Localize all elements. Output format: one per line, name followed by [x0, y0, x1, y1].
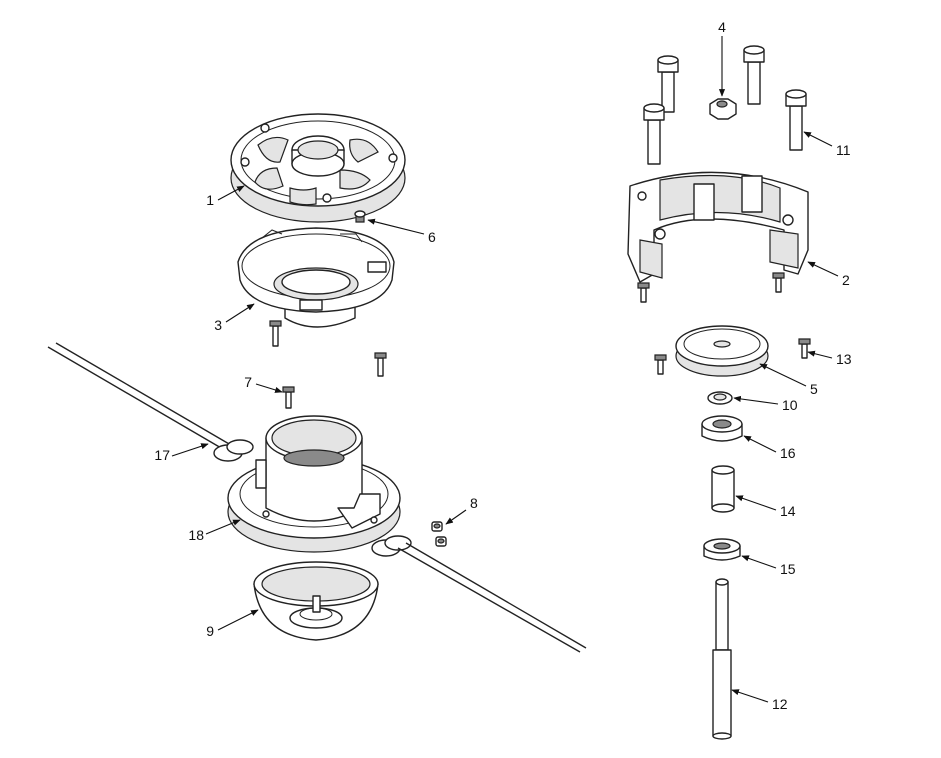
part-6-screw: [354, 210, 366, 223]
leader-1: [217, 185, 245, 201]
leader-14: [735, 495, 777, 511]
callout-1: 1: [206, 192, 214, 208]
leader-17: [171, 443, 209, 457]
part-11-bolt-d: [785, 89, 807, 151]
part-15-bearing: [703, 538, 741, 561]
callout-17: 17: [154, 447, 170, 463]
part-12-shaft: [712, 578, 732, 740]
leader-6: [367, 218, 425, 235]
leader-2: [807, 261, 839, 277]
callout-16: 16: [780, 445, 796, 461]
callout-5: 5: [810, 381, 818, 397]
callout-13: 13: [836, 351, 852, 367]
leader-15: [741, 555, 777, 569]
callout-15: 15: [780, 561, 796, 577]
leader-13: [807, 350, 833, 359]
part-17-trimmer-line-left: [47, 342, 254, 462]
leader-7: [255, 383, 283, 393]
part-2-gearbox-bracket: [627, 171, 809, 283]
callout-18: 18: [188, 527, 204, 543]
part-3-housing-ring: [237, 227, 395, 328]
leader-12: [731, 689, 769, 703]
part-1-cover-plate: [230, 113, 406, 223]
part-7-screw: [282, 386, 295, 409]
screw-left: [269, 320, 282, 347]
part-11-bolt-a: [657, 55, 679, 113]
callout-10: 10: [782, 397, 798, 413]
part-4-nut: [709, 98, 737, 120]
trimmer-line-right: [371, 535, 587, 653]
callout-3: 3: [214, 317, 222, 333]
part-10-washer: [707, 391, 733, 405]
part-11-bolt-b: [643, 103, 665, 165]
leader-lines: [171, 36, 839, 703]
part-11-bolt-c: [743, 45, 765, 105]
part-9-bump-knob: [253, 561, 379, 641]
part-16-bearing: [701, 415, 743, 442]
part-5-pulley: [675, 325, 769, 377]
leader-10: [733, 395, 779, 405]
part-13-screw: [798, 338, 811, 359]
callout-labels: 1 2 3 4 5 6 7 8 9 10 11 12 13 14 15 16 1…: [154, 19, 851, 712]
callout-6: 6: [428, 229, 436, 245]
leader-3: [225, 303, 255, 323]
part-8-nuts: [431, 521, 447, 547]
callout-4: 4: [718, 19, 726, 35]
callout-11: 11: [836, 142, 851, 158]
screw-right: [374, 352, 387, 377]
part-18-spool-body: [227, 415, 401, 553]
leader-18: [205, 519, 241, 535]
callout-14: 14: [780, 503, 796, 519]
callout-7: 7: [244, 374, 252, 390]
callout-12: 12: [772, 696, 788, 712]
leader-9: [217, 609, 259, 631]
screw-bracket-left: [637, 282, 650, 303]
callout-9: 9: [206, 623, 214, 639]
leader-8: [445, 509, 467, 525]
part-14-spacer: [711, 465, 735, 513]
callout-8: 8: [470, 495, 478, 511]
leader-16: [743, 435, 777, 453]
screw-pulley-left: [654, 354, 667, 375]
screw-bracket-right: [772, 272, 785, 293]
leader-11: [803, 131, 833, 147]
leader-5: [759, 363, 807, 387]
callout-2: 2: [842, 272, 850, 288]
